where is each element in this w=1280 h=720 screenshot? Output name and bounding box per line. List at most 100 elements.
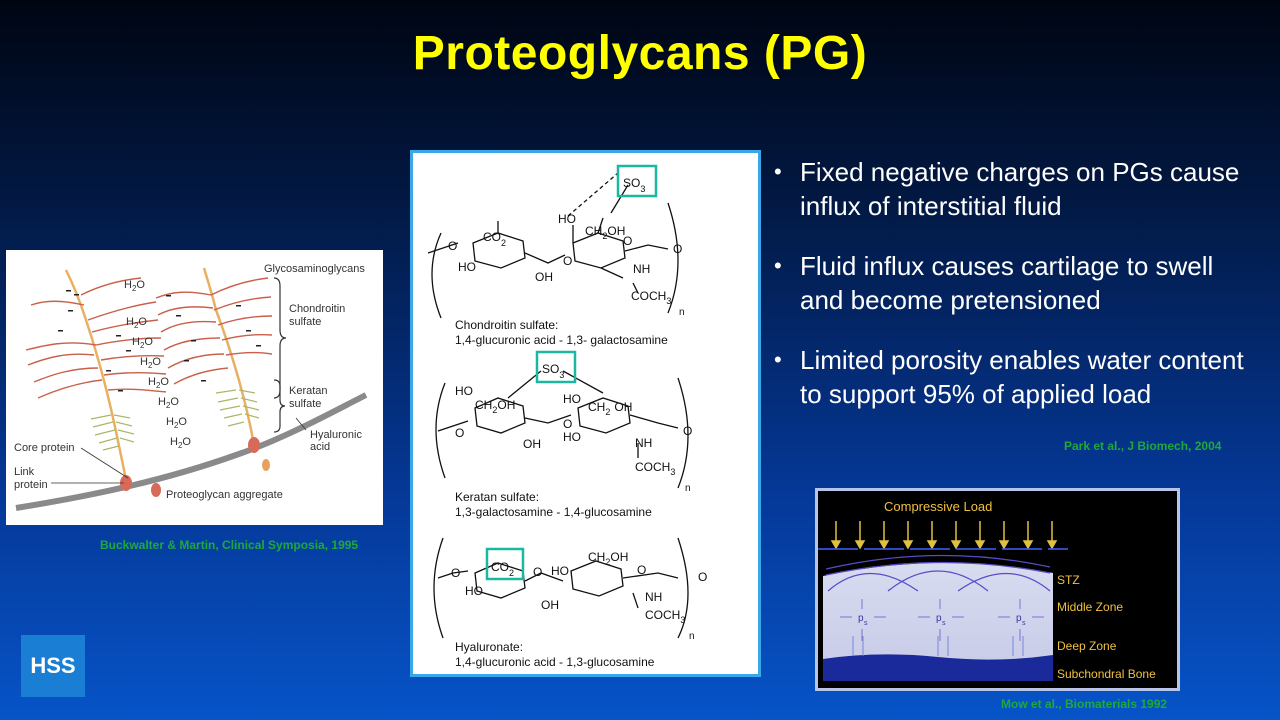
bond [630, 415, 678, 428]
hss-logo: HSS [21, 635, 85, 697]
label-gag: Glycosaminoglycans [264, 263, 365, 275]
citation-park: Park et al., J Biomech, 2004 [1064, 439, 1221, 453]
o-label: O [563, 417, 572, 431]
svg-text:s: s [942, 620, 946, 627]
chondroitin-chains-right [156, 278, 272, 384]
link-protein-blob [151, 483, 161, 497]
keratan-desc: 1,3-galactosamine - 1,4-glucosamine [455, 505, 652, 519]
bond [623, 573, 678, 578]
oh-label: OH [523, 437, 541, 451]
proteoglycan-aggregate-figure: H2O H2O H2O H2O H2O H2O H2O H2O Glycosam… [6, 250, 383, 525]
compressive-load-label: Compressive Load [884, 499, 992, 514]
bond [525, 253, 565, 263]
so3-label: SO3 [623, 176, 645, 194]
ho-label: HO [563, 392, 581, 406]
o-label: O [637, 563, 646, 577]
nh-label: NH [633, 262, 650, 276]
water-label: H2O [166, 416, 187, 430]
ho-label: HO [458, 260, 476, 274]
middle-zone-label: Middle Zone [1057, 600, 1123, 614]
coch3-label: COCH3 [631, 289, 671, 306]
compressive-load-svg: Compressive Load [818, 491, 1177, 688]
slide-title: Proteoglycans (PG) [0, 26, 1280, 81]
o-label: O [673, 242, 682, 256]
hyaluronate-title: Hyaluronate: [455, 640, 523, 654]
bond [633, 593, 638, 608]
sugar-ring [573, 233, 625, 268]
o-label: O [448, 239, 457, 253]
o-label: O [698, 570, 707, 584]
ho-label: HO [455, 384, 473, 398]
label-keratan-sulfate: sulfate [289, 398, 321, 410]
hyaluronate-desc: 1,4-glucuronic acid - 1,3-glucosamine [455, 655, 655, 669]
label-hyaluronic-acid: acid [310, 441, 330, 453]
o-label: O [533, 565, 542, 579]
o-label: O [623, 234, 632, 248]
dashed-bond [568, 173, 618, 216]
oh-label: OH [541, 598, 559, 612]
label-link-protein: protein [14, 479, 48, 491]
water-label: H2O [148, 376, 169, 390]
bullet-item: Fluid influx causes cartilage to swell a… [774, 249, 1254, 317]
deep-zone-label: Deep Zone [1057, 639, 1117, 653]
label-hyaluronic: Hyaluronic [310, 429, 362, 441]
bullet-list: Fixed negative charges on PGs cause infl… [774, 155, 1254, 437]
water-label: H2O [124, 279, 145, 293]
o-label: O [455, 426, 464, 440]
bracket-left [434, 538, 443, 638]
water-label: H2O [158, 396, 179, 410]
chemical-structures-svg: SO3 CO2 HO CH2OH O O O HO OH O NH COCH3 … [413, 153, 758, 674]
nh-label: NH [635, 436, 652, 450]
water-label: H2O [170, 436, 191, 450]
label-keratan: Keratan [289, 385, 328, 397]
nh-label: NH [645, 590, 662, 604]
coch3-label: COCH3 [635, 460, 675, 477]
co2-label: CO2 [483, 230, 506, 248]
bond [601, 268, 623, 278]
ch2oh-label: CH2OH [588, 550, 628, 567]
link-protein-blob [262, 459, 270, 471]
water-label: H2O [140, 356, 161, 370]
label-core-protein: Core protein [14, 442, 75, 454]
chemical-structures-figure: SO3 CO2 HO CH2OH O O O HO OH O NH COCH3 … [410, 150, 761, 677]
svg-text:s: s [1022, 620, 1026, 627]
svg-text:s: s [864, 620, 868, 627]
label-chondroitin-sulfate: sulfate [289, 316, 321, 328]
sugar-ring [571, 561, 623, 596]
label-chondroitin: Chondroitin [289, 303, 345, 315]
ch2oh-label: CH2OH [585, 224, 625, 241]
chondroitin-title: Chondroitin sulfate: [455, 318, 558, 332]
bullet-item: Limited porosity enables water content t… [774, 343, 1254, 411]
n-label: n [685, 483, 691, 494]
n-label: n [679, 307, 685, 318]
ch2oh-label: CH2OH [475, 398, 515, 415]
oh-label: OH [535, 270, 553, 284]
ho-label: HO [465, 584, 483, 598]
o-label: O [563, 254, 572, 268]
water-label: H2O [126, 316, 147, 330]
subchondral-bone-label: Subchondral Bone [1057, 667, 1156, 681]
keratan-title: Keratan sulfate: [455, 490, 539, 504]
stz-label: STZ [1057, 573, 1080, 587]
ho-label: HO [563, 430, 581, 444]
compressive-load-figure: Compressive Load [815, 488, 1180, 691]
keratan-brace [274, 380, 285, 432]
so3-label: SO3 [542, 362, 564, 380]
citation-buckwalter: Buckwalter & Martin, Clinical Symposia, … [100, 538, 358, 552]
n-label: n [689, 631, 695, 642]
link-protein-blob [248, 437, 260, 453]
bullet-item: Fixed negative charges on PGs cause infl… [774, 155, 1254, 223]
label-aggregate: Proteoglycan aggregate [166, 489, 283, 501]
core-protein-line [66, 270, 126, 480]
ho-label: HO [558, 212, 576, 226]
chondroitin-desc: 1,4-glucuronic acid - 1,3- galactosamine [455, 333, 668, 347]
o-label: O [451, 566, 460, 580]
bracket-left [432, 233, 441, 318]
proteoglycan-illustration: H2O H2O H2O H2O H2O H2O H2O H2O Glycosam… [6, 250, 383, 525]
o-label: O [683, 424, 692, 438]
citation-mow: Mow et al., Biomaterials 1992 [1001, 697, 1167, 711]
co2-label: CO2 [491, 560, 514, 578]
label-link: Link [14, 466, 35, 478]
ho-label: HO [551, 564, 569, 578]
